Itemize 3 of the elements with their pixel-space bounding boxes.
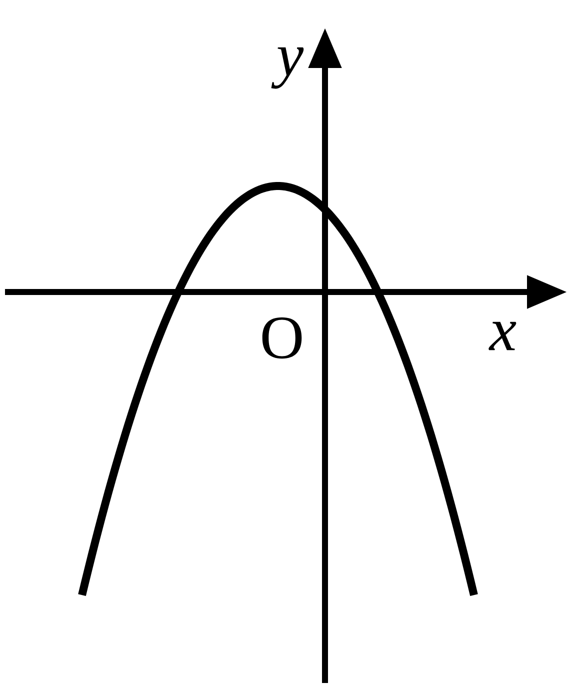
axis-label: y [271, 47, 304, 89]
origin-label: O [262, 317, 302, 359]
axis-label: x [488, 322, 516, 350]
